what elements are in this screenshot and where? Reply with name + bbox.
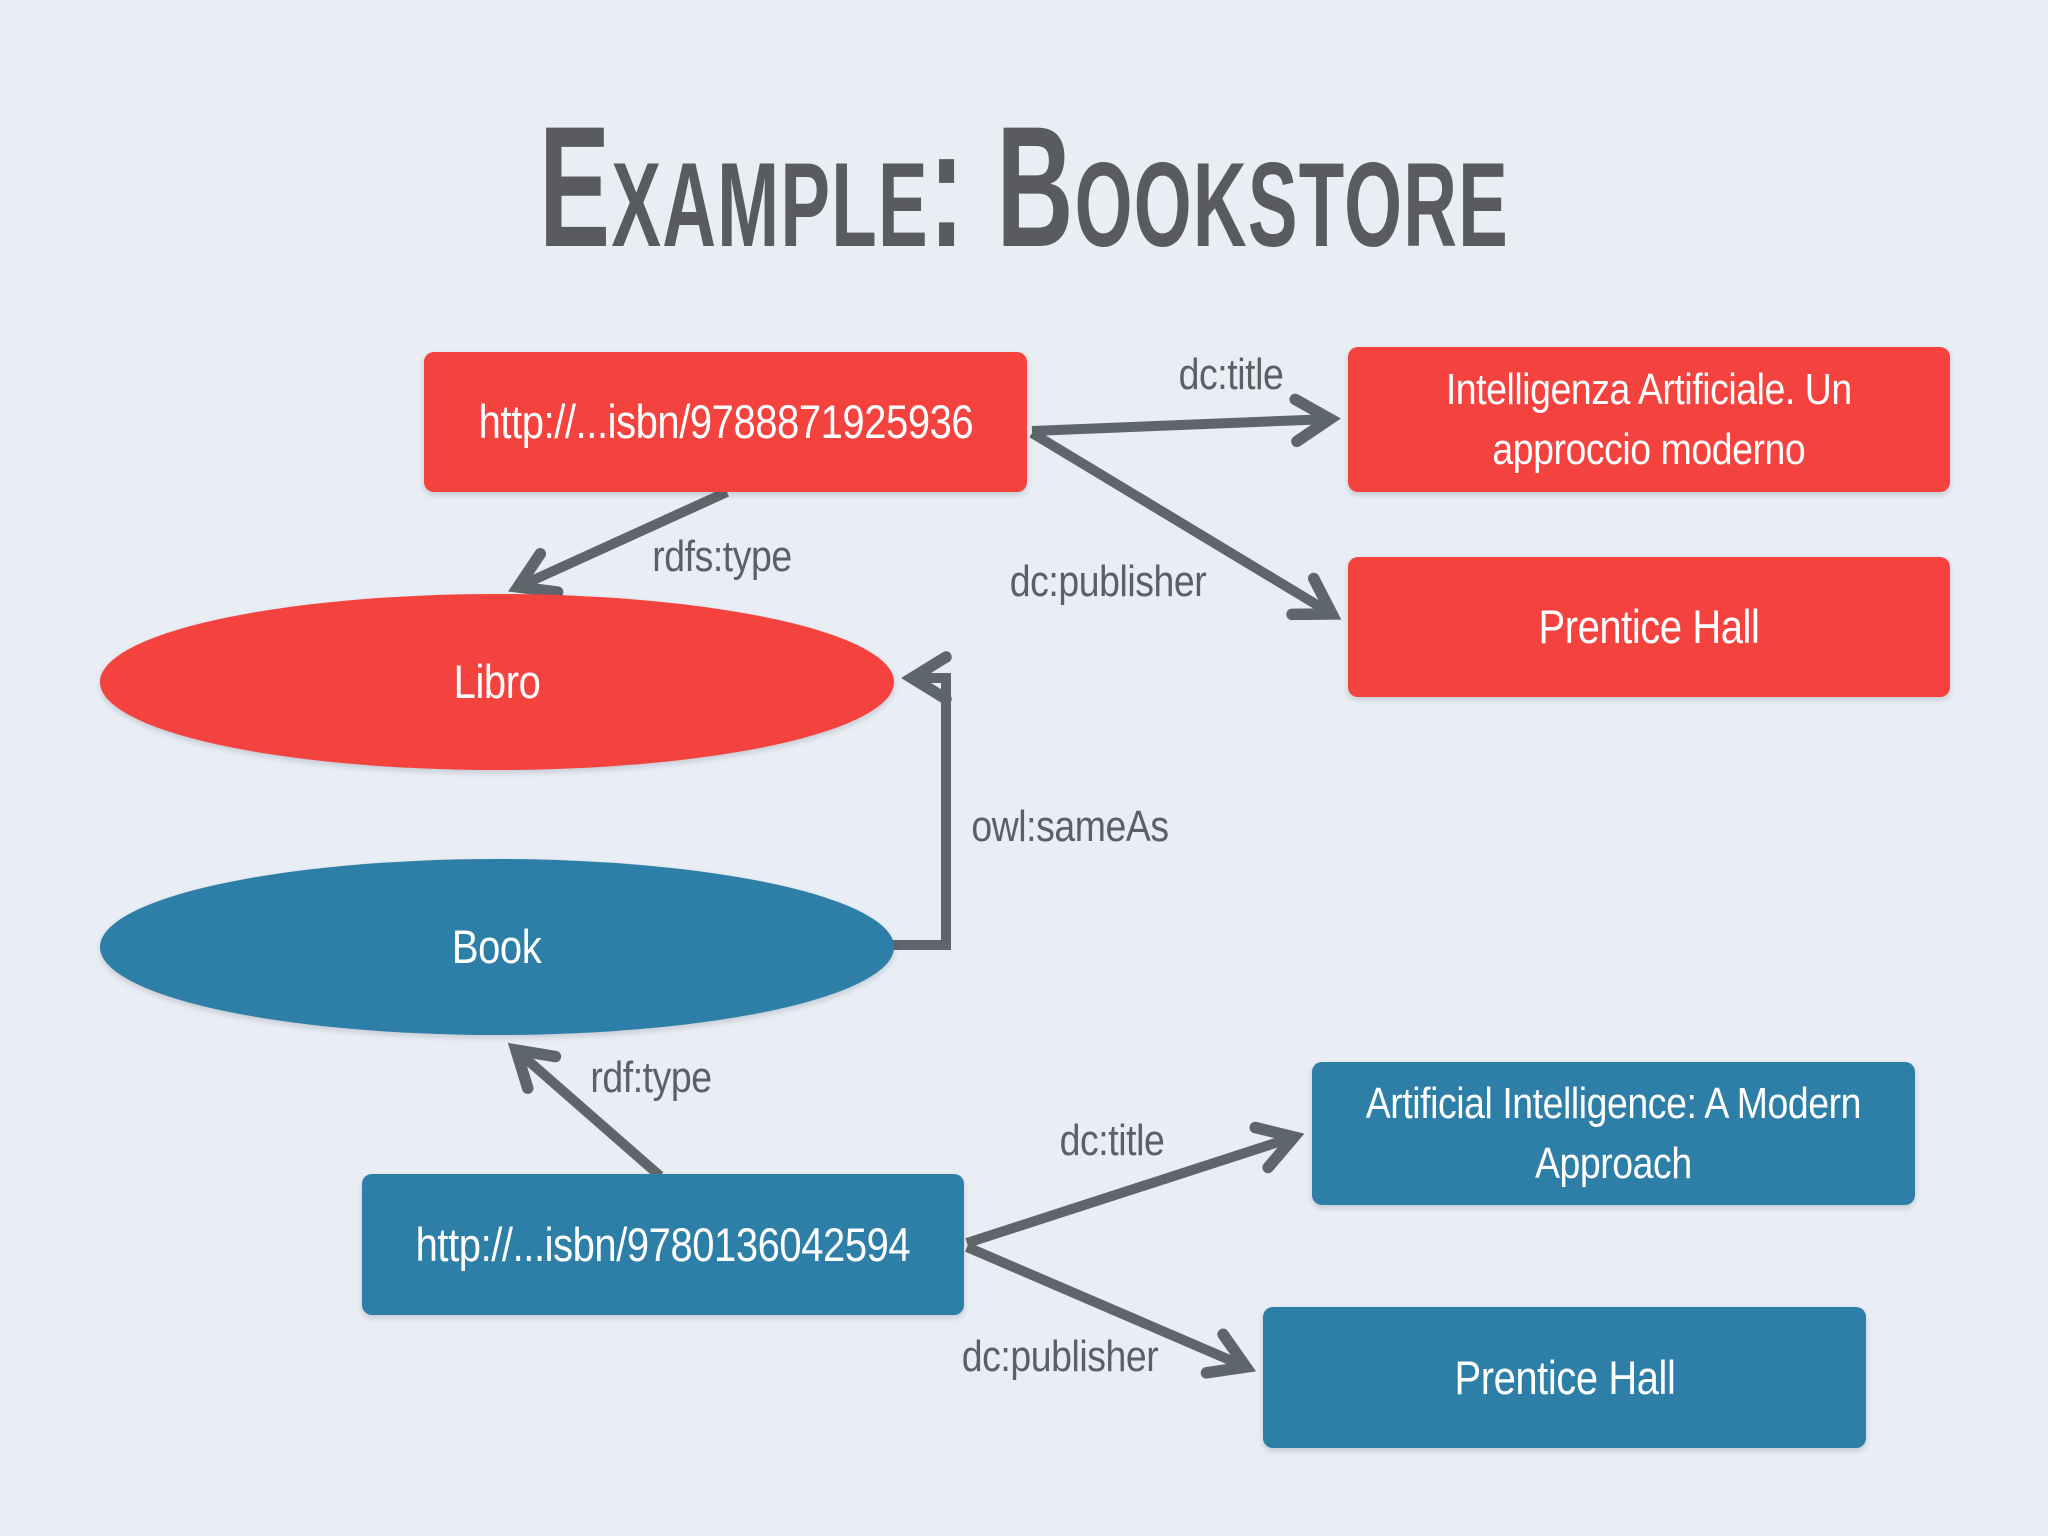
node-label: Intelligenza Artificiale. Un approccio m…: [1446, 365, 1852, 474]
edge-label-rdf-type: rdf:type: [590, 1053, 712, 1102]
edge-label-owl-sameas: owl:sameAs: [971, 802, 1169, 851]
ellipse-libro: Libro: [100, 594, 894, 770]
edge-label-dc-title-top: dc:title: [1178, 350, 1284, 399]
arrow-owl-sameas: [893, 651, 952, 950]
arrow-rdfs-type: [508, 487, 730, 598]
edge-label-dc-publisher-bottom: dc:publisher: [961, 1332, 1159, 1381]
page-title: Example: Bookstore: [538, 91, 1510, 283]
node-isbn-9780136042594: http://...isbn/9780136042594: [362, 1174, 964, 1315]
arrow-dc-publisher-top: [1029, 428, 1342, 621]
node-prentice-hall-blue: Prentice Hall: [1263, 1307, 1866, 1448]
edge-label-dc-publisher-top: dc:publisher: [1009, 557, 1207, 606]
ellipse-book: Book: [100, 859, 894, 1035]
node-ai-modern-approach: Artificial Intelligence: A Modern Approa…: [1312, 1062, 1915, 1205]
arrow-dc-title-top: [1031, 393, 1341, 448]
node-label: Artificial Intelligence: A Modern Approa…: [1365, 1079, 1862, 1188]
node-label: Book: [452, 920, 542, 974]
node-prentice-hall-red: Prentice Hall: [1348, 557, 1950, 697]
edge-label-dc-title-bottom: dc:title: [1059, 1116, 1165, 1165]
node-intelligenza-artificiale: Intelligenza Artificiale. Un approccio m…: [1348, 347, 1950, 492]
arrow-dc-publisher-bottom: [965, 1242, 1257, 1379]
node-label: http://...isbn/9788871925936: [478, 395, 973, 449]
node-label: http://...isbn/9780136042594: [415, 1217, 911, 1271]
node-label: Prentice Hall: [1538, 600, 1760, 654]
edge-label-rdfs-type: rdfs:type: [652, 532, 792, 581]
node-label: Prentice Hall: [1454, 1350, 1675, 1404]
node-label: Libro: [453, 655, 541, 709]
arrow-rdf-type: [507, 1042, 664, 1180]
arrow-dc-title-bottom: [965, 1121, 1305, 1248]
node-isbn-9788871925936: http://...isbn/9788871925936: [424, 352, 1027, 492]
